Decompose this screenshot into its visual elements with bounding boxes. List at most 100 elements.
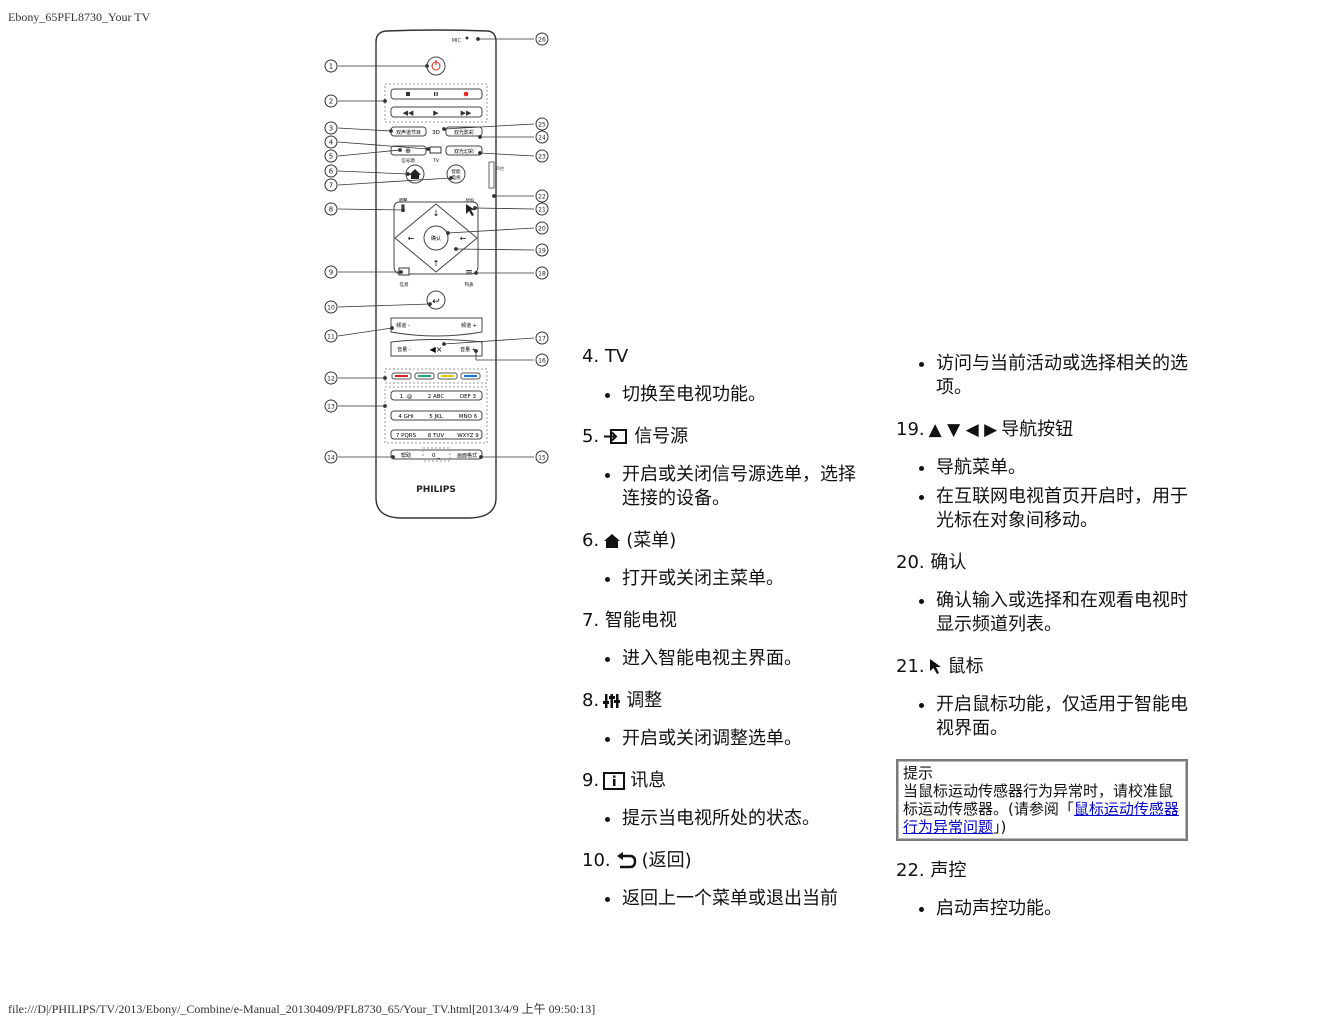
tv-label: TV: [432, 158, 440, 164]
mic-label: MIC: [452, 38, 462, 44]
section-20-bullet: 确认输入或选择和在观看电视时显示频道列表。: [936, 589, 1188, 637]
ch-minus-label: 频道 -: [396, 322, 410, 329]
section-6-bullet: 打开或关闭主菜单。: [622, 567, 872, 591]
callout-24: 24: [538, 135, 546, 142]
svg-text:◀×: ◀×: [430, 345, 443, 354]
tip-link[interactable]: 鼠标运动传感器行为异常问题: [903, 800, 1179, 836]
section-10-bullet: 返回上一个菜单或退出当前: [622, 887, 872, 911]
section-19-bullet-2: 在互联网电视首页开启时，用于光标在对象间移动。: [936, 485, 1188, 533]
tip-title: 提示: [903, 764, 934, 782]
playback-row-2: [390, 106, 483, 118]
key-2: 2 ABC: [428, 394, 445, 400]
section-19-title: 19. ▲ ▼ ◀ ▶ 导航按钮: [896, 419, 1074, 440]
callout-15: 15: [538, 455, 546, 462]
ch-plus-label: 频道 +: [461, 322, 477, 329]
key-0: 0 _: [432, 453, 440, 459]
callout-7: 7: [329, 182, 333, 190]
remote-control-diagram: MIC ◀◀ ▶ ▶▶ 双声道节目 3D 双光影彩 ⊕ 信号源 TV 双光幻彩 …: [324, 29, 549, 519]
mouse-label: 鼠标: [466, 197, 475, 204]
callout-5: 5: [329, 153, 333, 161]
callout-3: 3: [329, 125, 333, 133]
callout-14: 14: [327, 455, 335, 462]
section-8-bullet: 开启或关闭调整选单。: [622, 727, 872, 751]
section-7-bullet: 进入智能电视主界面。: [622, 647, 872, 671]
power-button: [426, 56, 446, 76]
section-4-title: 4. TV: [582, 346, 629, 367]
callout-21: 21: [538, 207, 546, 214]
section-22-bullet: 启动声控功能。: [936, 897, 1188, 921]
callout-25: 25: [538, 122, 546, 129]
svg-text:↩: ↩: [432, 297, 440, 307]
tip-body: 当鼠标运动传感器行为异常时，请校准鼠标运动传感器。(请参阅「鼠标运动传感器行为异…: [903, 782, 1179, 836]
section-7-title: 7. 智能电视: [582, 610, 677, 631]
callout-11: 11: [327, 334, 335, 341]
section-4-bullet: 切换至电视功能。: [622, 383, 872, 407]
nav-pad: [393, 201, 479, 275]
description-column-2: 访问与当前活动或选择相关的选项。 19. ▲ ▼ ◀ ▶ 导航按钮 导航菜单。 …: [896, 352, 1188, 939]
button-3d-label: 3D: [432, 130, 440, 136]
svg-text:⊕: ⊕: [405, 147, 411, 155]
key-9: WXYZ 9: [457, 433, 479, 439]
callout-2: 2: [329, 98, 333, 106]
home-icon: [604, 534, 621, 548]
callout-10: 10: [327, 305, 335, 312]
section-22-title: 22. 声控: [896, 860, 967, 881]
nav-arrows-icon: ▲ ▼ ◀ ▶: [928, 420, 998, 440]
section-5-title: 5. 信号源: [582, 426, 689, 447]
section-21-title: 21. 鼠标: [896, 656, 984, 677]
vol-minus-label: 音量 -: [397, 346, 411, 353]
svg-text:↑: ↑: [433, 259, 440, 268]
key-3: DEF 3: [460, 394, 477, 400]
mouse-cursor-icon: [929, 659, 941, 674]
callout-20: 20: [538, 226, 546, 233]
page-header: Ebony_65PFL8730_Your TV: [8, 10, 151, 24]
callout-26: 26: [538, 37, 546, 44]
section-10-title: 10. (返回): [582, 850, 692, 871]
callout-4: 4: [329, 139, 334, 147]
button-24-pill: [445, 126, 483, 137]
key-6: MNO 6: [459, 414, 478, 420]
continued-bullet: 访问与当前活动或选择相关的选项。: [936, 352, 1188, 400]
section-8-title: 8. 调整: [582, 690, 663, 711]
section-5-bullet: 开启或关闭信号源选单，选择连接的设备。: [622, 463, 872, 511]
svg-text:↓: ↓: [433, 209, 440, 218]
svg-text:≡: ≡: [465, 268, 473, 278]
voice-label: 声控: [496, 165, 504, 171]
section-21-bullet: 开启鼠标功能，仅适用于智能电视界面。: [936, 693, 1188, 741]
source-label: 信号源: [401, 157, 415, 164]
callout-1: 1: [329, 63, 333, 71]
svg-text:▶▶: ▶▶: [461, 109, 472, 117]
tip-box: 提示 当鼠标运动传感器行为异常时，请校准鼠标运动传感器。(请参阅「鼠标运动传感器…: [896, 759, 1188, 841]
ok-button: [423, 225, 449, 251]
callout-8: 8: [329, 206, 333, 214]
callout-22: 22: [538, 194, 546, 201]
key-4: 4 GHI: [398, 414, 414, 420]
key-8: 8 TUV: [428, 433, 445, 439]
section-20-title: 20. 确认: [896, 552, 967, 573]
source-icon: [604, 429, 628, 444]
help-label: 帮助: [401, 452, 411, 459]
callout-9: 9: [329, 269, 333, 277]
adjust-icon: [603, 694, 621, 708]
callout-12: 12: [327, 376, 335, 383]
list-label: 列表: [465, 281, 474, 288]
key-1: 1 .@: [400, 394, 413, 400]
section-6-title: 6. (菜单): [582, 530, 677, 551]
adjust-label: 调整: [399, 197, 408, 204]
key-5: 5 JKL: [429, 414, 443, 420]
section-19-bullet-1: 导航菜单。: [936, 456, 1188, 480]
callout-17: 17: [538, 336, 546, 343]
svg-text:←: ←: [460, 234, 467, 243]
svg-text:智能: 智能: [452, 168, 461, 175]
key-7: 7 PQRS: [396, 433, 417, 439]
page-footer: file:///D|/PHILIPS/TV/2013/Ebony/_Combin…: [8, 1002, 596, 1016]
svg-text:▶: ▶: [433, 109, 439, 117]
description-column-1: 4. TV 切换至电视功能。 5. 信号源 开启或关闭信号源选单，选择连接的设备…: [582, 345, 872, 929]
vol-plus-label: 音量 +: [460, 346, 476, 353]
callout-13: 13: [327, 404, 335, 411]
ok-label: 确认: [431, 235, 441, 242]
callout-6: 6: [329, 168, 334, 176]
button-3-label: 双声道节目: [396, 129, 421, 136]
button-23-label: 双光幻彩: [454, 148, 474, 155]
section-9-title: 9. 讯息: [582, 770, 667, 791]
